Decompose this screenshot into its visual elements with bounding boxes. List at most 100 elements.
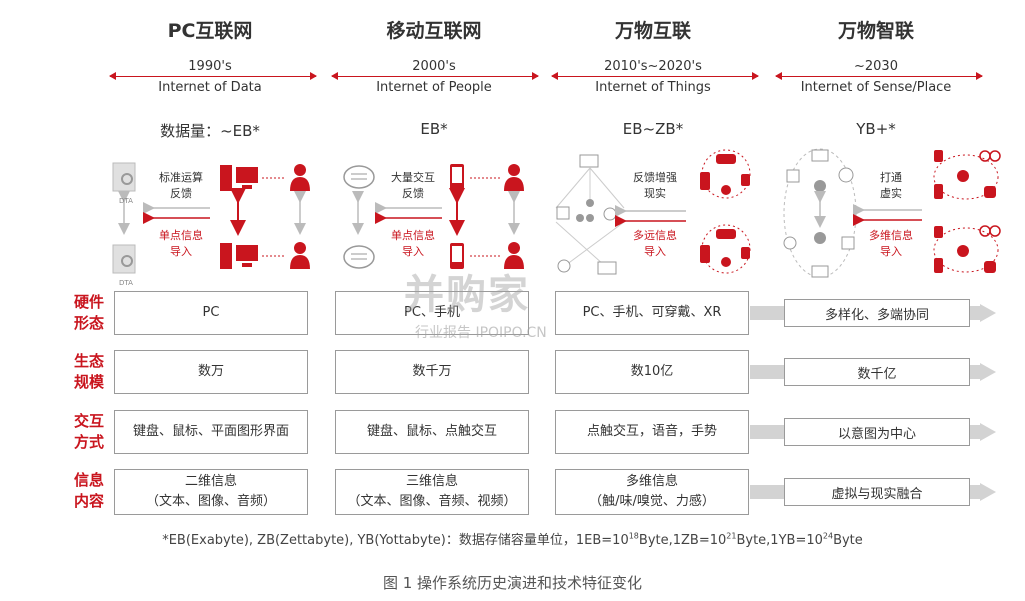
label-line: 信息 (73, 471, 104, 489)
era-subtitle: Internet of Sense/Place (800, 80, 952, 95)
cell-text: 键盘、鼠标、点触交互 (366, 424, 497, 439)
cell-smart: 以意图为中心 (784, 418, 970, 446)
file-gear-icon (112, 244, 136, 274)
figure-caption: 图 1 操作系统历史演进和技术特征变化 (382, 574, 643, 592)
cell-iot: 点触交互，语音，手势 (555, 410, 749, 454)
cell-pc: 数万 (114, 350, 308, 394)
iot-era-illustration (555, 149, 751, 275)
label-line: 单点信息 (159, 229, 203, 242)
leaf-icon (838, 167, 854, 183)
cell-text: （文本、图像、音频） (145, 494, 276, 509)
person-icon (814, 180, 826, 192)
row-label: 信息 内容 (64, 470, 114, 512)
cell-pc: 二维信息 （文本、图像、音频） (114, 469, 308, 515)
person-icon (957, 170, 969, 182)
footnote-text: *EB(Exabyte), ZB(Zettabyte), YB(Yottabyt… (162, 533, 576, 548)
cell-mobile: 三维信息 （文本、图像、音频、视频） (335, 469, 529, 515)
watermark-logo: 并购家 (404, 272, 530, 318)
label-line: 导入 (880, 245, 902, 258)
vr-headset-icon (716, 154, 736, 164)
flow-label-feedback: 标准运算 反馈 (150, 170, 212, 202)
video-icon (811, 265, 829, 278)
document-icon (556, 206, 570, 220)
label-line: 导入 (170, 245, 192, 258)
flow-label-feedback: 反馈增强 现实 (624, 170, 686, 202)
dta-label: DTA (119, 279, 133, 287)
cell-smart: 虚拟与现实融合 (784, 478, 970, 506)
cell-text: PC (202, 305, 220, 320)
cell-text: 点触交互，语音，手势 (586, 424, 717, 439)
label-line: 反馈增强 (633, 171, 677, 184)
person-icon (290, 242, 310, 269)
footnote-text: 1EB=10 (575, 533, 629, 548)
smart-era-illustration (783, 148, 1001, 278)
flow-label-input: 单点信息 导入 (150, 228, 212, 260)
data-volume: EB~ZB* (622, 120, 684, 138)
era-timeline-arrow (331, 72, 539, 80)
mobile-phone-icon (450, 164, 464, 190)
illustrations (112, 148, 1001, 278)
flow-label-input: 单点信息 导入 (382, 228, 444, 260)
cell-mobile: 数千万 (335, 350, 529, 394)
label-line: 现实 (644, 187, 666, 200)
label-line: 多维信息 (869, 229, 913, 242)
progression-arrow-tip (980, 483, 996, 501)
label-line: 单点信息 (391, 229, 435, 242)
smartwatch-icon (741, 174, 750, 186)
era-timeline-arrow (775, 72, 983, 80)
row-label: 硬件 形态 (64, 292, 114, 334)
label-line: 多远信息 (633, 229, 677, 242)
cell-mobile: 键盘、鼠标、点触交互 (335, 410, 529, 454)
mobile-phone-icon (450, 243, 464, 269)
cell-text: 数万 (197, 364, 224, 379)
era-subtitle: Internet of People (376, 80, 492, 95)
flow-label-input: 多维信息 导入 (860, 228, 922, 260)
data-volume: YB+* (856, 120, 896, 138)
label-line: 大量交互 (391, 171, 435, 184)
era-years: 1990's (188, 59, 232, 74)
chat-bubble-icon (557, 259, 571, 273)
person-icon (814, 232, 826, 244)
cell-iot: PC、手机、可穿戴、XR (555, 291, 749, 335)
label-line: 规模 (73, 373, 104, 391)
chat-bubble-icon (343, 165, 375, 189)
label-line: 形态 (73, 314, 104, 332)
glasses-icon (979, 225, 991, 237)
cell-text: PC、手机 (404, 305, 460, 320)
smartwatch-icon (741, 247, 750, 259)
footnote-exponent: 24 (822, 531, 834, 541)
progression-arrow-tip (980, 363, 996, 381)
label-line: 虚实 (880, 187, 902, 200)
file-gear-icon (112, 162, 136, 192)
document-icon (841, 236, 855, 250)
era-years: ~2030 (854, 59, 898, 74)
video-icon (597, 261, 617, 275)
glasses-icon (989, 150, 1001, 162)
cell-text: PC、手机、可穿戴、XR (582, 305, 722, 320)
cell-text: 数10亿 (630, 364, 674, 379)
glasses-icon (979, 150, 991, 162)
desktop-computer-icon (220, 243, 258, 269)
footnote-exponent: 21 (726, 531, 737, 541)
desktop-computer-icon (220, 165, 258, 191)
label-line: 硬件 (73, 293, 104, 311)
label-line: 导入 (644, 245, 666, 258)
label-line: 反馈 (402, 187, 424, 200)
cell-mobile: PC、手机 (335, 291, 529, 335)
data-volume: 数据量：~EB* (160, 122, 260, 140)
mobile-phone-icon (934, 184, 943, 199)
smartwatch-icon (934, 226, 943, 238)
era-title: 万物互联 (614, 20, 691, 42)
person-icon (957, 245, 969, 257)
progression-arrow-tip (980, 423, 996, 441)
mobile-phone-icon (934, 258, 943, 273)
person-icon (721, 185, 731, 195)
label-line: 反馈 (170, 187, 192, 200)
chat-bubble-icon (783, 236, 797, 250)
label-line: 交互 (73, 412, 104, 430)
person-icon (721, 257, 731, 267)
era-subtitle: Internet of Things (595, 80, 711, 95)
row-label: 生态 规模 (64, 351, 114, 393)
person-icon (576, 214, 584, 222)
cell-text: 多维信息 (625, 474, 678, 489)
